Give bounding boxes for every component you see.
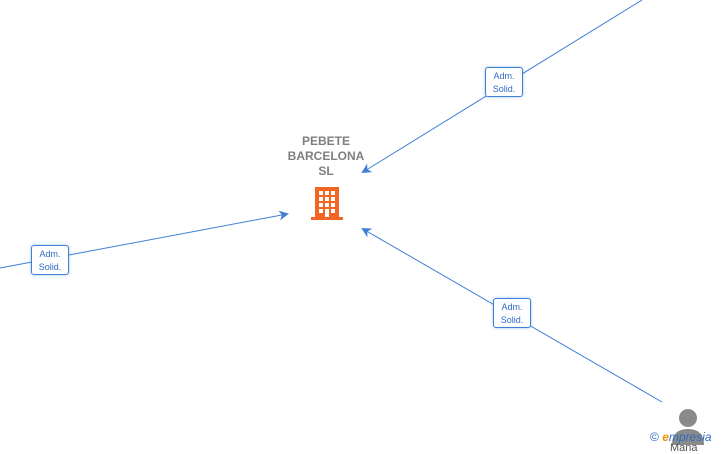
relation-type: Solid. [492, 84, 516, 94]
brand-name: mpresia [668, 430, 712, 444]
relation-label-left[interactable]: Adm. Solid. [31, 245, 69, 275]
watermark: © empresia [650, 430, 712, 444]
relation-role: Adm. [493, 71, 515, 81]
relation-label-bottom-right[interactable]: Adm. Solid. [493, 298, 531, 328]
relation-role: Adm. [39, 249, 61, 259]
company-name[interactable]: PEBETE BARCELONA SL [276, 134, 376, 179]
person-icon[interactable] [668, 405, 708, 450]
building-icon[interactable] [310, 185, 344, 221]
relation-role: Adm. [501, 302, 523, 312]
company-name-line-1: PEBETE [301, 134, 350, 148]
copyright-symbol: © [650, 430, 659, 444]
brand-initial: e [662, 430, 669, 444]
company-name-line-2: BARCELONA [287, 149, 365, 163]
relation-type: Solid. [38, 262, 62, 272]
relation-type: Solid. [500, 315, 524, 325]
relation-label-top-right[interactable]: Adm. Solid. [485, 67, 523, 97]
company-name-line-3: SL [318, 164, 334, 178]
